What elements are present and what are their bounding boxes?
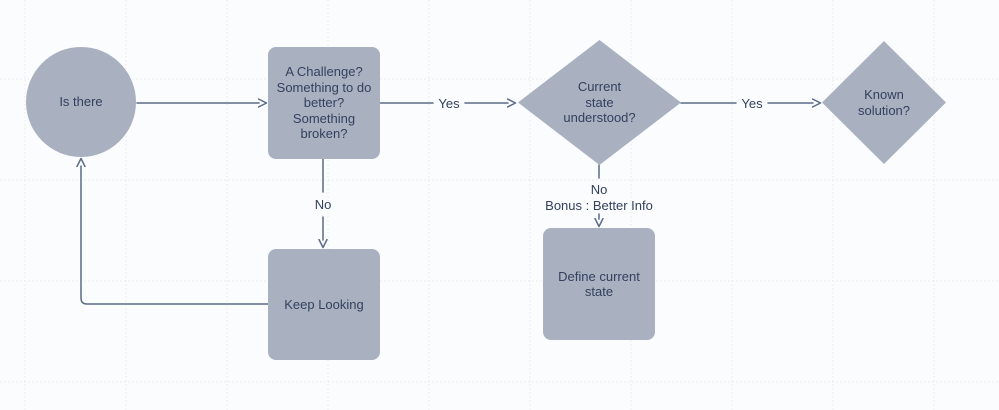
node-label: Current state understood? [563,79,636,126]
edge-label-yes-known-solution[interactable]: Yes [741,96,763,111]
node-challenge-question[interactable]: A Challenge? Something to do better? Som… [268,47,380,159]
node-is-there[interactable]: Is there [26,47,136,157]
node-label: Keep Looking [284,296,364,312]
node-known-solution[interactable]: Known solution? [822,41,946,164]
edge-label-no-keep-looking[interactable]: No [314,197,332,212]
node-label: A Challenge? Something to do better? Som… [276,64,372,142]
edge-label-no-bonus-better-info[interactable]: No Bonus : Better Info [545,182,653,213]
node-current-state-understood[interactable]: Current state understood? [518,40,681,165]
node-label: Known solution? [857,87,911,118]
node-label: Is there [59,94,103,110]
node-label: Define current state [558,268,640,300]
node-keep-looking[interactable]: Keep Looking [268,249,380,360]
edge-keep-looking-to-is-there[interactable] [81,166,269,305]
edge-label-yes-challenge[interactable]: Yes [438,96,460,111]
node-define-current-state[interactable]: Define current state [543,228,655,340]
